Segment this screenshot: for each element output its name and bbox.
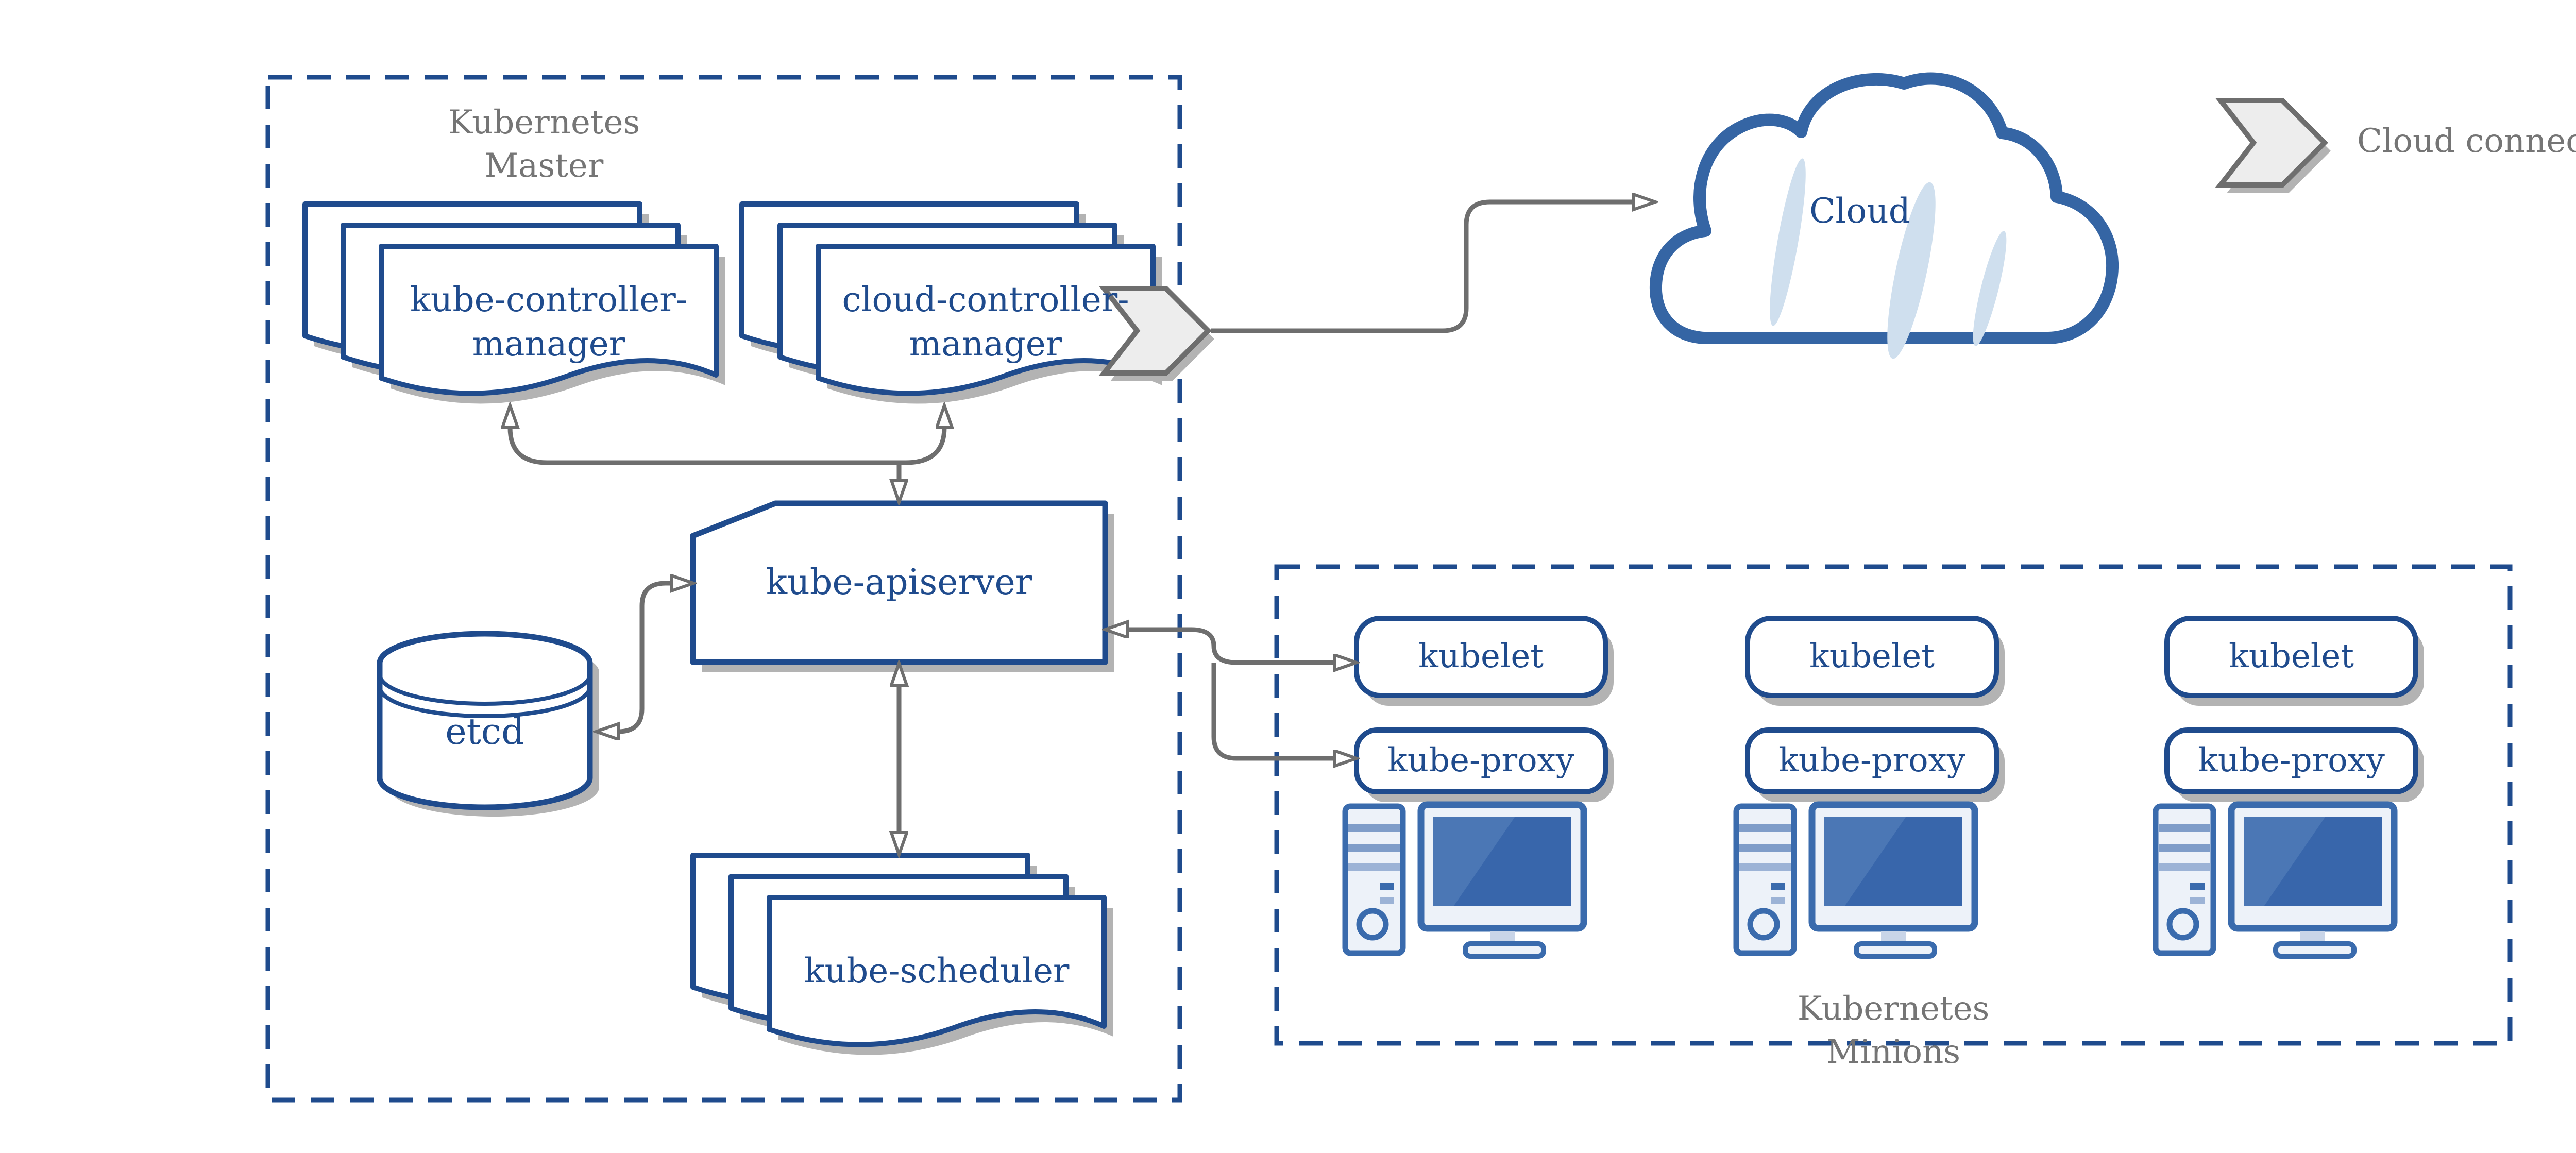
kubernetes-master-box — [265, 75, 1182, 1103]
arrow-apiserver-kubelet — [1127, 630, 1334, 663]
legend-chevron-arrow-icon — [2221, 100, 2331, 193]
arrow-apiserver-to-controller-managers — [510, 428, 944, 465]
computer-icon — [1345, 805, 1584, 956]
kube-proxy-box — [1748, 730, 2005, 802]
computer-icon — [1736, 805, 1975, 956]
kube-controller-manager-shape — [305, 204, 725, 404]
kubernetes-minions-box — [1274, 564, 2513, 1046]
computer-icon — [2156, 805, 2394, 956]
cloud-shape — [1649, 72, 2119, 359]
arrow-apiserver-kube-proxy — [1211, 663, 1334, 758]
arrow-apiserver-etcd — [618, 583, 671, 732]
kubelet-box — [1748, 618, 2005, 706]
kube-proxy-box — [1357, 730, 1614, 802]
cloud-streak — [1770, 158, 1806, 326]
cloud-controller-manager-shape — [742, 204, 1162, 404]
cloud-streak — [1973, 231, 2007, 346]
kube-proxy-box — [2167, 730, 2424, 802]
kube-apiserver-shape — [690, 500, 1114, 672]
kubelet-box — [1357, 618, 1614, 706]
kubelet-box — [2167, 618, 2424, 706]
cloud-streak — [1887, 182, 1936, 359]
kube-scheduler-shape — [693, 855, 1113, 1055]
etcd-cylinder — [377, 631, 599, 817]
arrow-connector-to-cloud — [1211, 202, 1633, 333]
